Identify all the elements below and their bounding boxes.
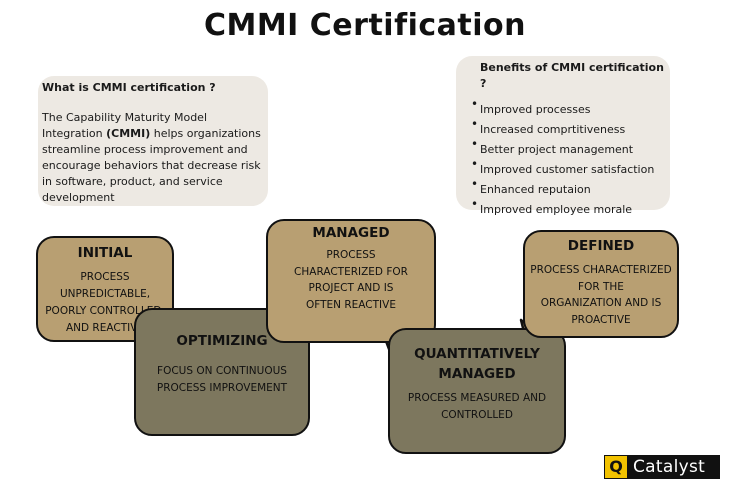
description-line: FOCUS ON CONTINUOUS xyxy=(157,365,287,377)
description-line: AND REACTIVE xyxy=(65,322,145,334)
benefit-label: Increased comprtitiveness xyxy=(480,123,626,136)
benefits-heading: Benefits of CMMI certification ? xyxy=(480,61,664,90)
bullet-icon: • xyxy=(471,97,479,111)
benefit-item: •Improved employee morale xyxy=(471,197,670,220)
description-line: PROJECT AND IS xyxy=(308,282,394,294)
description-line: PROCESS xyxy=(326,249,376,261)
bullet-icon: • xyxy=(471,197,479,211)
bullet-icon: • xyxy=(471,137,479,151)
benefit-label: Improved processes xyxy=(480,103,591,116)
benefit-item: •Improved customer satisfaction xyxy=(471,157,670,180)
description-line: UNPREDICTABLE, xyxy=(59,288,151,300)
stage-defined-title: DEFINED xyxy=(567,238,635,254)
bullet-icon: • xyxy=(471,117,479,131)
stage-initial-description: PROCESS UNPREDICTABLE, POORLY CONTROLLED… xyxy=(38,269,172,337)
stage-defined-description: PROCESS CHARACTERIZED FOR THE ORGANIZATI… xyxy=(525,262,677,328)
stage-quantitatively-managed-description: PROCESS MEASURED AND CONTROLLED xyxy=(390,390,564,424)
benefit-label: Enhanced reputaion xyxy=(480,183,591,196)
page-title: CMMI Certification xyxy=(203,8,527,43)
benefits-list: •Improved processes •Increased comprtiti… xyxy=(471,97,670,220)
what-is-cmmi-description: The Capability Maturity Model Integratio… xyxy=(42,110,268,206)
stage-initial-title: INITIAL xyxy=(77,245,133,261)
description-line: PROCESS MEASURED AND xyxy=(407,392,547,404)
description-line: CONTROLLED xyxy=(441,409,513,421)
stage-quantitatively-managed: QUANTITATIVELY MANAGED PROCESS MEASURED … xyxy=(388,328,566,454)
benefit-label: Improved employee morale xyxy=(480,203,633,216)
title-line: QUANTITATIVELY xyxy=(414,346,540,362)
logo-mark-icon: Q xyxy=(605,456,627,478)
benefit-label: Improved customer satisfaction xyxy=(480,163,655,176)
description-line: PROACTIVE xyxy=(571,313,631,326)
benefit-label: Better project management xyxy=(480,143,634,156)
stage-optimizing-title: OPTIMIZING xyxy=(176,333,268,349)
description-line: PROCESS xyxy=(80,271,130,283)
description-text-rest: helps organizations streamline process i… xyxy=(42,126,261,204)
bullet-icon: • xyxy=(471,157,479,171)
stage-quantitatively-managed-title: QUANTITATIVELY MANAGED xyxy=(390,344,564,384)
what-is-cmmi-box: What is CMMI certification ? The Capabil… xyxy=(38,76,268,206)
title-line: MANAGED xyxy=(438,366,516,382)
stage-managed-title: MANAGED xyxy=(312,225,390,241)
bullet-icon: • xyxy=(471,177,479,191)
stage-defined: DEFINED PROCESS CHARACTERIZED FOR THE OR… xyxy=(523,230,679,338)
description-line: FOR THE xyxy=(578,280,624,293)
benefit-item: •Enhanced reputaion xyxy=(471,177,670,200)
description-line: PROCESS CHARACTERIZED xyxy=(530,264,672,276)
description-line: POORLY CONTROLLED, xyxy=(45,305,165,317)
description-line: CHARACTERIZED FOR xyxy=(294,265,408,278)
description-acronym: (CMMI) xyxy=(106,126,151,140)
what-is-cmmi-heading: What is CMMI certification ? xyxy=(42,81,216,94)
benefit-item: •Improved processes xyxy=(471,97,670,120)
description-text: The Capability Maturity Model Integratio… xyxy=(42,110,208,140)
benefit-item: •Increased comprtitiveness xyxy=(471,117,670,140)
catalyst-logo: Q Catalyst xyxy=(604,455,720,479)
logo-name: Catalyst xyxy=(633,457,706,477)
benefits-box: Benefits of CMMI certification ? •Improv… xyxy=(456,56,670,216)
stage-optimizing-description: FOCUS ON CONTINUOUS PROCESS IMPROVEMENT xyxy=(136,363,308,397)
stage-managed: MANAGED PROCESS CHARACTERIZED FOR PROJEC… xyxy=(266,219,436,343)
description-line: ORGANIZATION AND IS xyxy=(540,297,662,309)
description-line: OFTEN REACTIVE xyxy=(306,298,396,311)
benefit-item: •Better project management xyxy=(471,137,670,160)
description-line: PROCESS IMPROVEMENT xyxy=(156,382,288,394)
stage-managed-description: PROCESS CHARACTERIZED FOR PROJECT AND IS… xyxy=(268,247,434,313)
